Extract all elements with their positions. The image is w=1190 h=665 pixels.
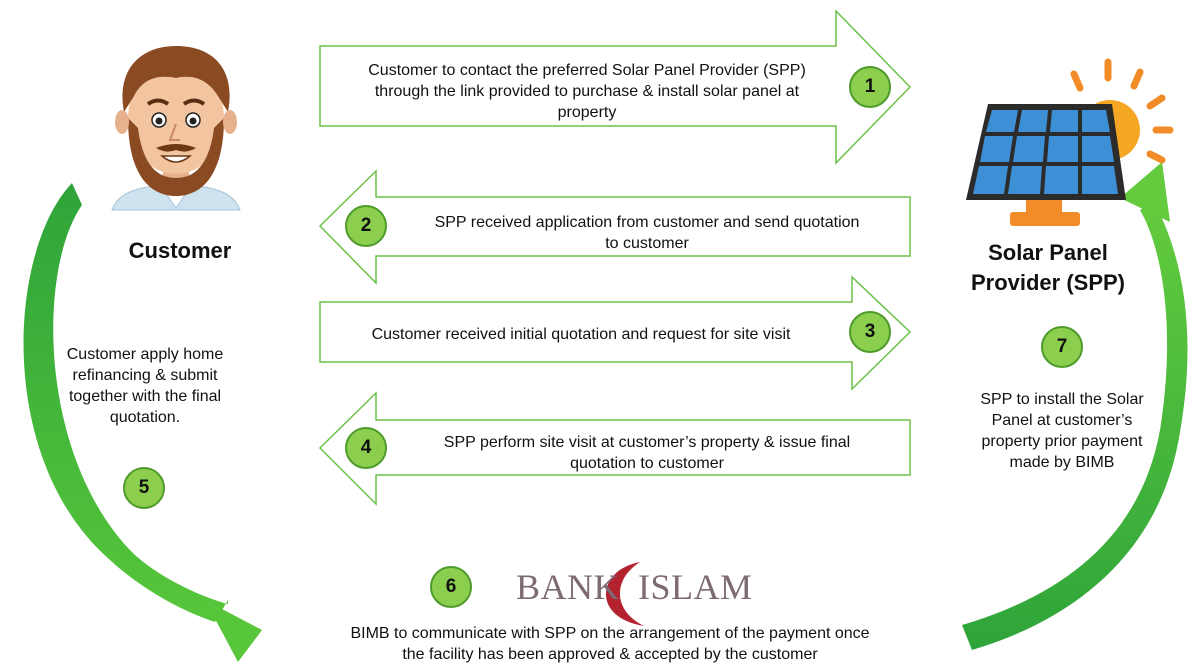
arrow-step-2	[318, 169, 911, 285]
bank-islam-logo: BANK ISLAM	[516, 566, 753, 608]
curve-arrow-right	[962, 162, 1188, 650]
step-3-badge: 3	[849, 311, 891, 353]
step-1-text: Customer to contact the preferred Solar …	[322, 60, 852, 123]
arrow-step-4	[318, 391, 911, 506]
curve-arrow-left	[23, 183, 262, 662]
step-7-badge: 7	[1041, 326, 1083, 368]
step-3-line1: Customer received initial quotation and …	[371, 326, 791, 343]
step-2-text: SPP received application from customer a…	[392, 212, 902, 254]
customer-label: Customer	[128, 238, 232, 263]
step-1-line2: through the link provided to purchase & …	[374, 83, 800, 100]
step-7-line4: made by BIMB	[1009, 454, 1115, 471]
customer-avatar-icon	[111, 46, 241, 211]
step-5-line1: Customer apply home	[66, 346, 224, 363]
step-5-line2: refinancing & submit	[72, 367, 218, 384]
step-4-text: SPP perform site visit at customer’s pro…	[392, 432, 902, 474]
step-3-text: Customer received initial quotation and …	[324, 324, 838, 345]
spp-label-line2: Provider (SPP)	[970, 270, 1126, 295]
step-2-line2: to customer	[605, 235, 689, 252]
step-6-badge: 6	[430, 566, 472, 608]
step-4-badge: 4	[345, 427, 387, 469]
arrow-step-3	[319, 275, 912, 391]
step-7-text: SPP to install the Solar Panel at custom…	[955, 389, 1169, 473]
step-7-line1: SPP to install the Solar	[980, 391, 1144, 408]
spp-label: Solar Panel Provider (SPP)	[948, 238, 1148, 298]
bank-islam-logo-part2: ISLAM	[638, 567, 753, 607]
step-2-line1: SPP received application from customer a…	[434, 214, 860, 231]
step-7-line2: Panel at customer’s	[991, 412, 1133, 429]
step-1-line3: property	[557, 104, 617, 121]
solar-panel-icon	[966, 58, 1174, 226]
step-5-line4: quotation.	[109, 409, 181, 426]
step-7-line3: property prior payment	[981, 433, 1143, 450]
step-6-line1: BIMB to communicate with SPP on the arra…	[350, 625, 870, 642]
step-4-line1: SPP perform site visit at customer’s pro…	[443, 434, 851, 451]
step-1-line1: Customer to contact the preferred Solar …	[368, 62, 806, 79]
step-6-text: BIMB to communicate with SPP on the arra…	[290, 623, 930, 665]
step-6-line2: the facility has been approved & accepte…	[402, 646, 818, 663]
step-2-badge: 2	[345, 205, 387, 247]
bank-islam-logo-mark	[606, 562, 644, 626]
bank-islam-logo-part1: BANK	[516, 567, 621, 607]
step-5-badge: 5	[123, 467, 165, 509]
spp-label-line1: Solar Panel	[988, 240, 1108, 265]
step-1-badge: 1	[849, 66, 891, 108]
step-4-line2: quotation to customer	[570, 455, 724, 472]
step-5-text: Customer apply home refinancing & submit…	[40, 344, 250, 428]
step-5-line3: together with the final	[68, 388, 222, 405]
arrow-step-1	[319, 9, 912, 165]
